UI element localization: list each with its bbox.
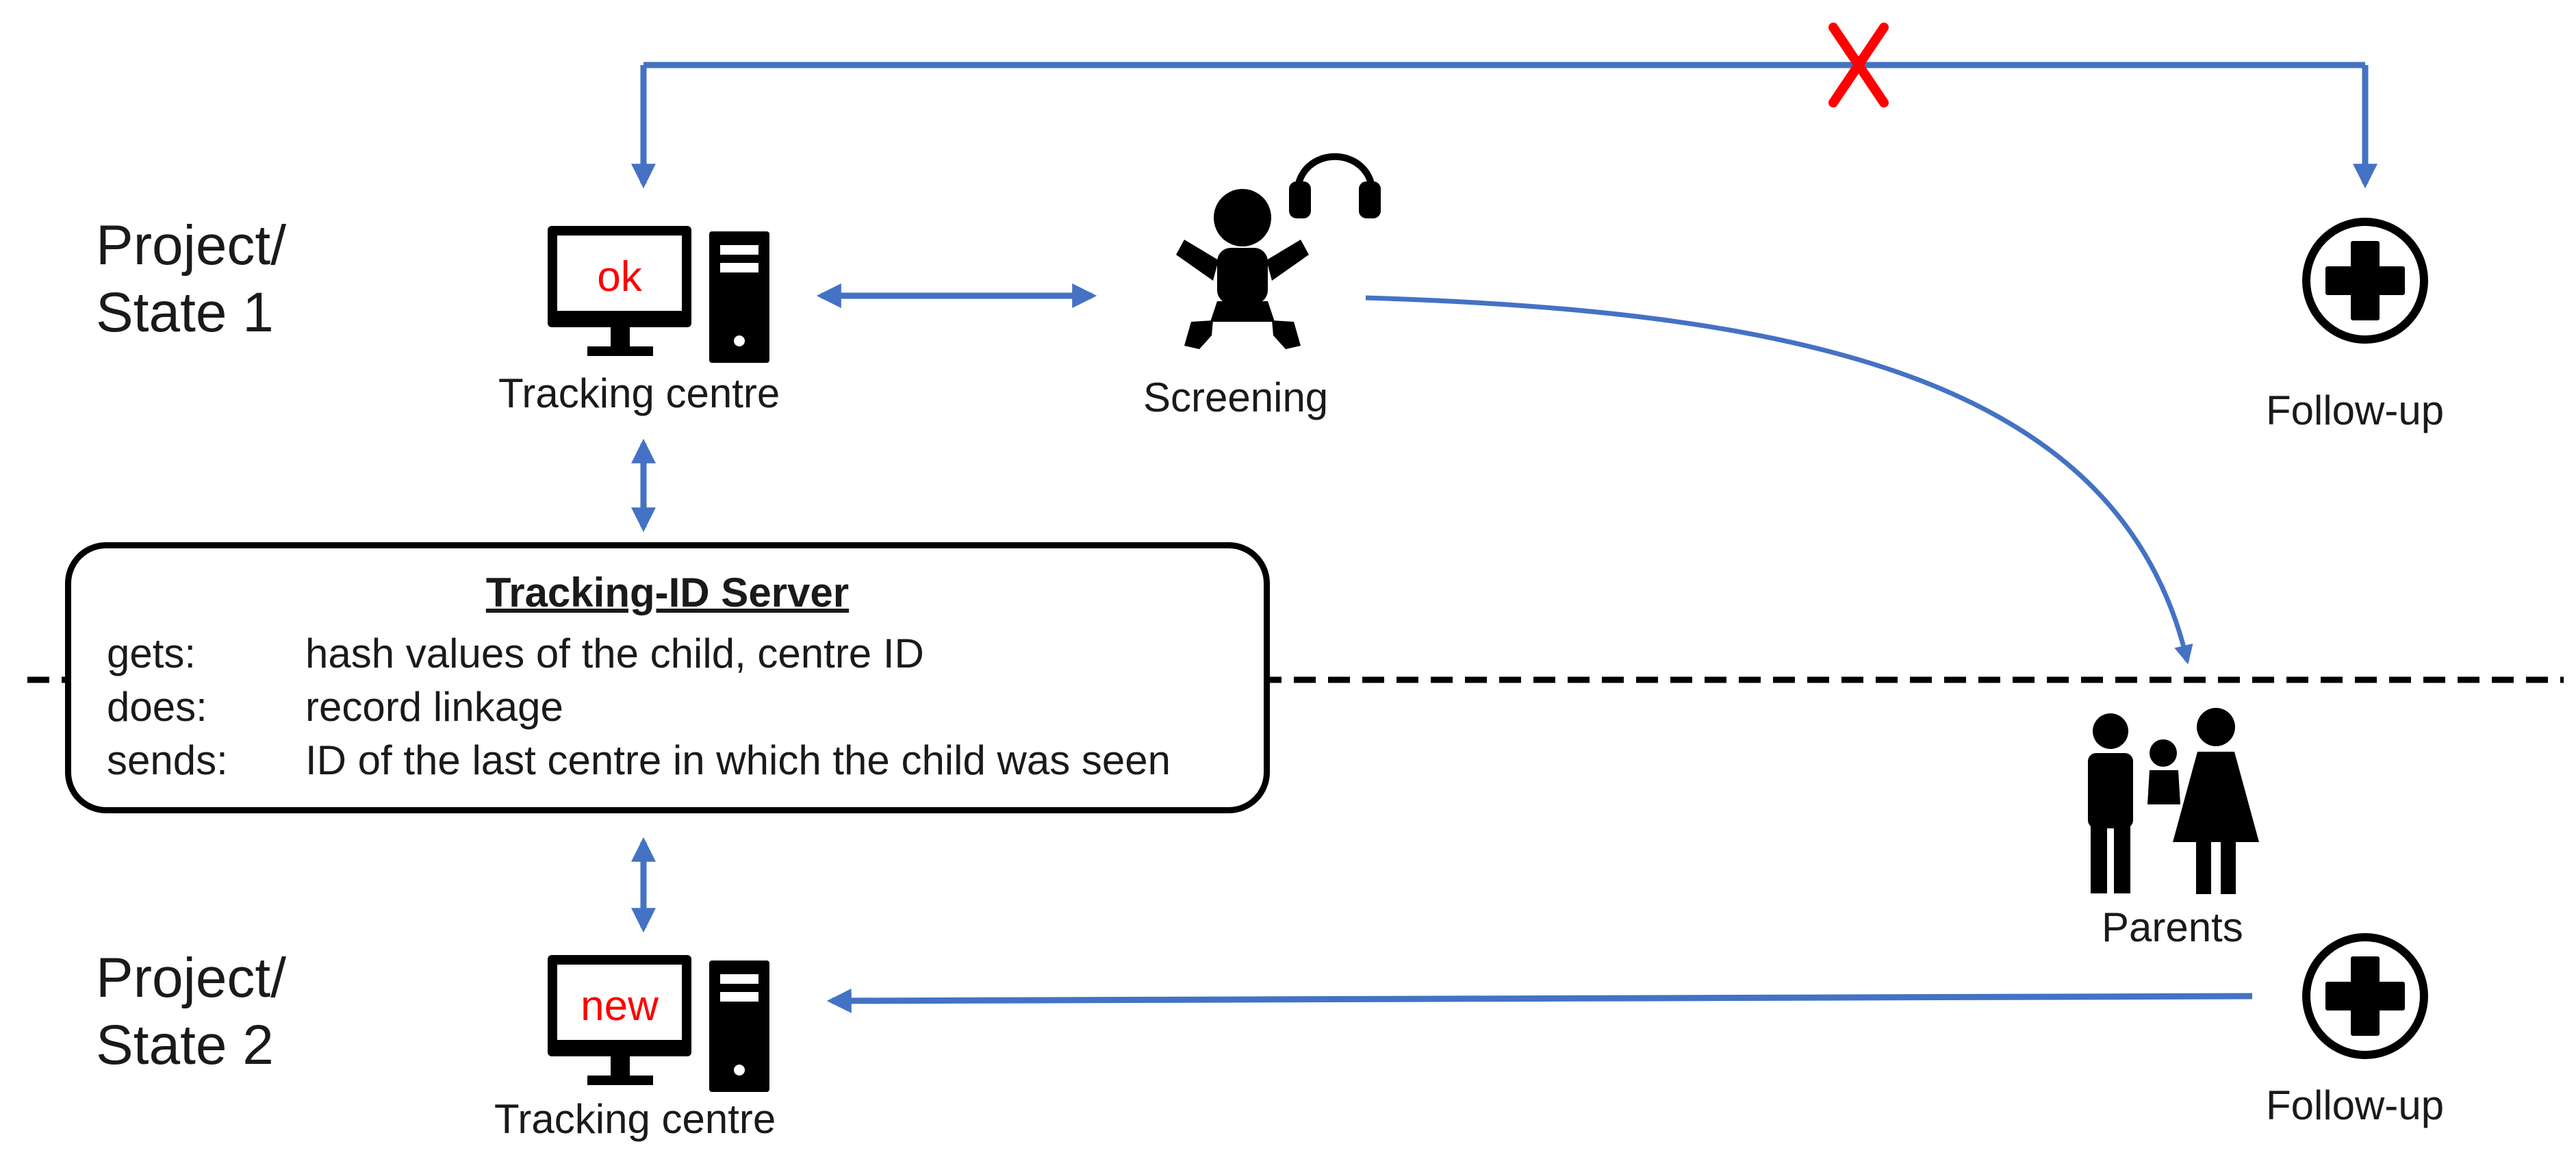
cross-mark-icon: [1828, 23, 1889, 107]
server-row-does: does:record linkage: [107, 684, 563, 730]
screening-label: Screening: [1143, 374, 1329, 420]
medical-cross-icon: [2302, 933, 2428, 1059]
computer-icon: new: [548, 955, 769, 1092]
state-2-label: Project/ State 2: [96, 947, 286, 1076]
server-row-gets: gets:hash values of the child, centre ID: [107, 631, 924, 676]
headphones-icon: [1289, 153, 1381, 218]
parents-icon: [2088, 708, 2259, 894]
server-title: Tracking-ID Server: [485, 570, 850, 615]
follow-up-1-label: Follow-up: [2266, 387, 2445, 433]
baby-icon: [1176, 189, 1309, 349]
medical-cross-icon: [2302, 218, 2428, 344]
tracking-id-server: Tracking-ID Server gets:hash values of t…: [65, 542, 1270, 813]
arrow-screening-to-parents: [1365, 295, 2193, 665]
parents-label: Parents: [2102, 904, 2243, 950]
state-1-label: Project/ State 1: [96, 214, 286, 344]
follow-up-2-label: Follow-up: [2266, 1082, 2445, 1128]
tracking-centre-2-label: Tracking centre: [494, 1096, 776, 1142]
screen-text: ok: [597, 253, 642, 301]
computer-icon: ok: [548, 226, 769, 363]
server-row-sends: sends:ID of the last centre in which the…: [107, 737, 1171, 783]
arrow-follow-up2-to-tracking2: [826, 988, 2253, 1013]
tracking-centre-1-label: Tracking centre: [498, 370, 780, 416]
screen-text: new: [581, 982, 659, 1030]
